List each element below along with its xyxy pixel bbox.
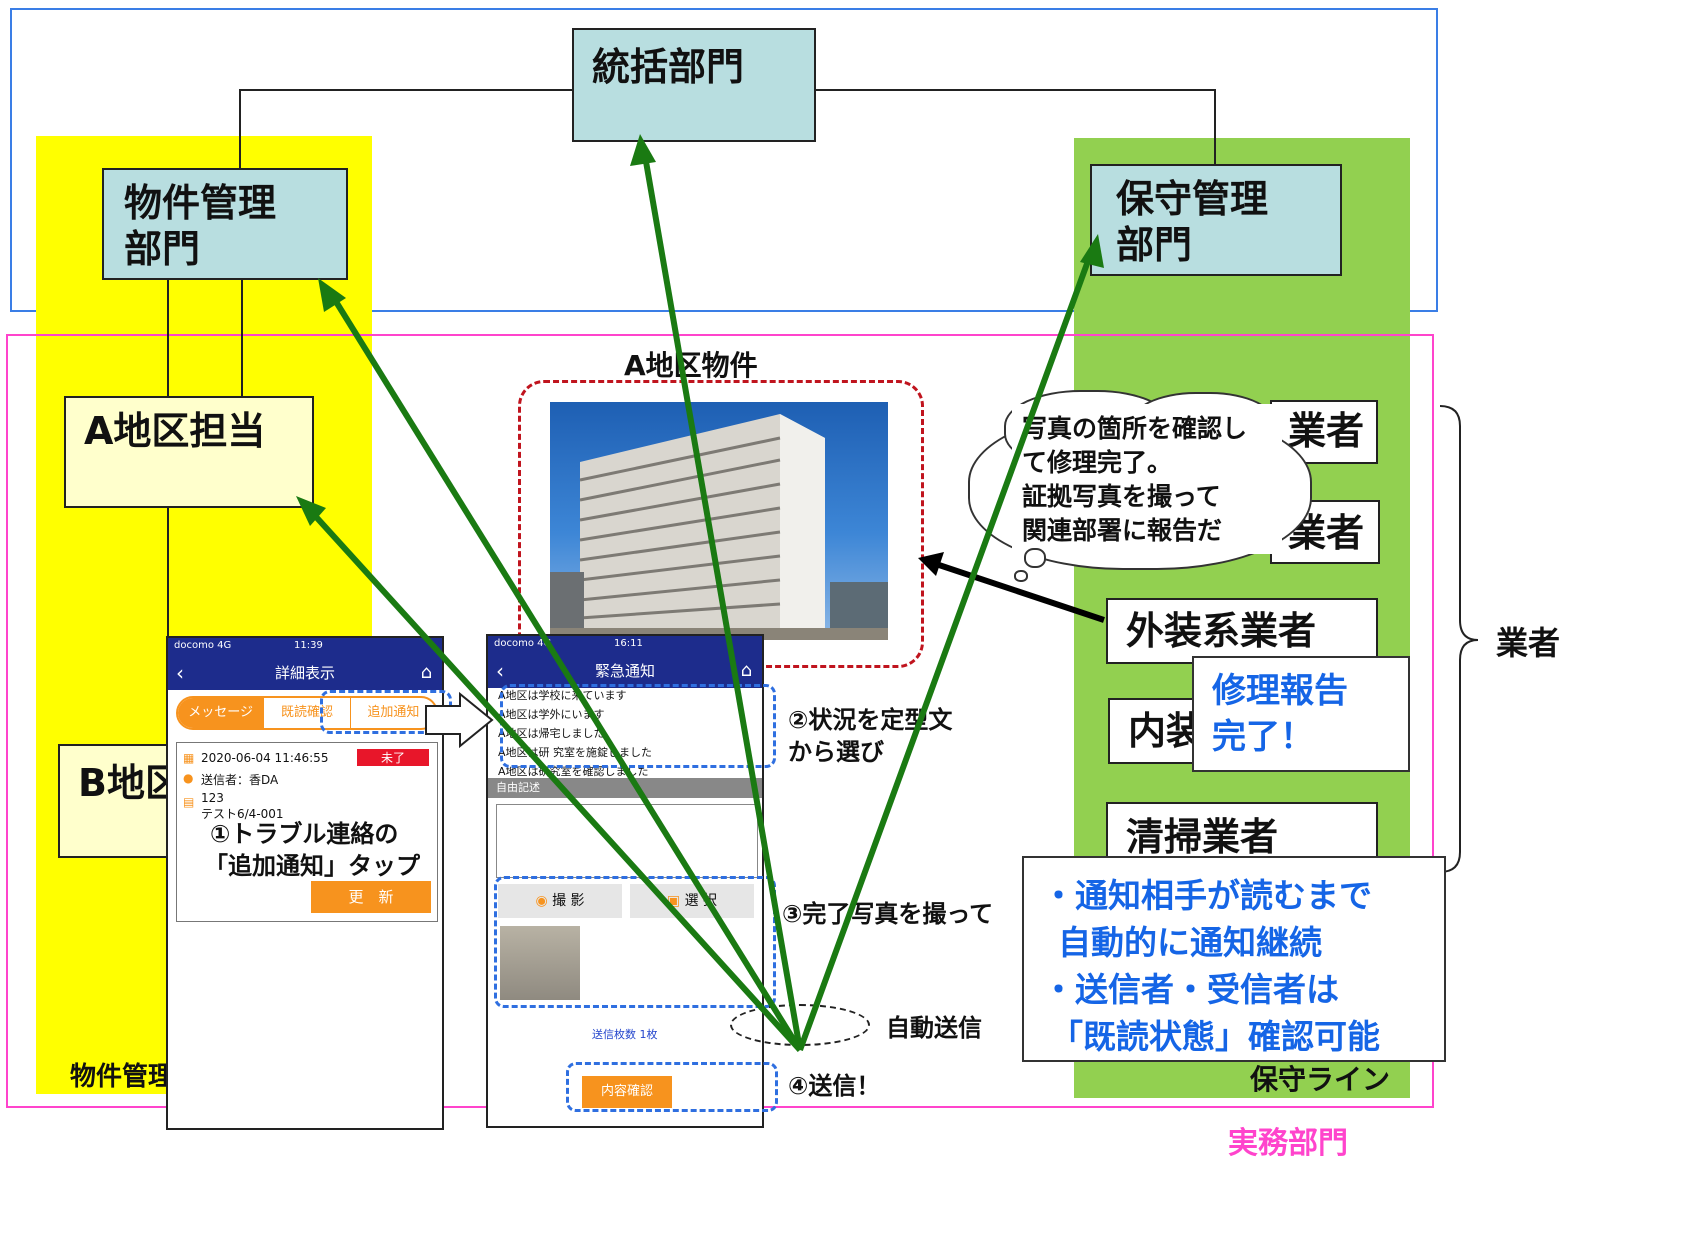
message-content-2: テスト6/4-001 xyxy=(201,807,284,821)
vendor-group-label: 業者 xyxy=(1496,624,1561,662)
option-item[interactable]: A地区は学校に来ています xyxy=(498,689,627,702)
feature-line-1: ・通知相手が読むまで xyxy=(1042,876,1372,915)
clock: 11:39 xyxy=(294,640,323,651)
camera-label: 撮 影 xyxy=(552,893,585,909)
repair-note-line-2: 完了！ xyxy=(1212,717,1314,757)
auto-send-label: 自動送信 xyxy=(886,1014,982,1042)
vendor-interior-label: 内装 xyxy=(1128,709,1205,753)
building-photo xyxy=(550,402,888,640)
back-icon[interactable]: ‹ xyxy=(496,659,504,683)
status-bar-2: docomo 4G 16:11 xyxy=(488,636,762,654)
management-frame xyxy=(10,8,1438,312)
maintenance-mgmt-box: 保守管理 部門 xyxy=(1090,164,1342,276)
repair-report-note: 修理報告 完了！ xyxy=(1192,656,1410,772)
phone-detail-screen: docomo 4G 11:39 ‹ 詳細表示 ⌂ メッセージ 既読確認 追加通知… xyxy=(166,636,444,1130)
calendar-icon: ▦ xyxy=(183,751,195,765)
highlight-confirm xyxy=(566,1062,778,1112)
photo-count: 送信枚数 1枚 xyxy=(592,1028,658,1041)
tab-read-check[interactable]: 既読確認 xyxy=(263,698,349,728)
vendor-1-suffix: 業者 xyxy=(1288,409,1365,453)
thought-line-2: て修理完了。 xyxy=(1022,448,1173,477)
option-item[interactable]: A地区は研究室を確認しました xyxy=(498,765,649,778)
carrier-2: docomo 4G xyxy=(494,638,552,649)
message-card[interactable]: ▦ 2020-06-04 11:46:55 未了 ● 送信者：香DA ▤ 123… xyxy=(176,742,438,922)
highlight-photo xyxy=(494,876,776,1008)
step2-label: ②状況を定型文 から選び xyxy=(788,704,952,768)
feature-note: ・通知相手が読むまで 自動的に通知継続 ・送信者・受信者は 「既読状態」確認可能 xyxy=(1022,856,1446,1062)
nav-bar-2: ‹ 緊急通知 ⌂ xyxy=(488,654,762,688)
vendor-exterior-box: 外装系業者 xyxy=(1106,598,1378,664)
tab-bar: メッセージ 既読確認 追加通知 xyxy=(176,696,438,730)
thought-dot-1 xyxy=(1024,548,1046,568)
thought-line-3: 証拠写真を撮って xyxy=(1022,482,1221,511)
thought-line-1: 写真の箇所を確認し xyxy=(1022,414,1248,443)
step1-label: ①トラブル連絡の 「追加通知」タップ xyxy=(204,818,420,882)
status-bar: docomo 4G 11:39 xyxy=(168,638,442,656)
maintenance-mgmt-label-2: 部門 xyxy=(1116,223,1193,267)
back-icon[interactable]: ‹ xyxy=(176,661,184,685)
property-mgmt-label-2: 部門 xyxy=(124,227,201,271)
home-icon[interactable]: ⌂ xyxy=(420,662,432,683)
property-mgmt-label-1: 物件管理 xyxy=(124,181,277,225)
person-icon: ● xyxy=(183,771,194,785)
area-a-box: A地区担当 xyxy=(64,396,314,508)
operations-label: 実務部門 xyxy=(1228,1126,1348,1161)
feature-line-2: 自動的に通知継続 xyxy=(1058,923,1322,962)
property-mgmt-box: 物件管理 部門 xyxy=(102,168,348,280)
carrier: docomo 4G xyxy=(174,640,232,651)
vendor-exterior-label: 外装系業者 xyxy=(1126,609,1317,653)
clock-2: 16:11 xyxy=(614,638,643,649)
document-icon: ▤ xyxy=(183,795,195,809)
step3-label: ③完了写真を撮って xyxy=(782,900,994,928)
home-icon[interactable]: ⌂ xyxy=(740,660,752,681)
step2-line-2: から選び xyxy=(788,738,884,766)
screen-title-2: 緊急通知 xyxy=(594,662,655,680)
maintenance-mgmt-label-1: 保守管理 xyxy=(1116,177,1269,221)
tab-message[interactable]: メッセージ xyxy=(178,698,264,728)
maintenance-line-label: 保守ライン xyxy=(1250,1063,1391,1096)
highlight-options xyxy=(500,684,776,768)
message-sender: 送信者：香DA xyxy=(201,773,279,787)
property-title: A地区物件 xyxy=(624,349,758,382)
thought-line-4: 関連部署に報告だ xyxy=(1022,516,1223,545)
step1-line-2: 「追加通知」タップ xyxy=(204,852,420,880)
tab-add-notify[interactable]: 追加通知 xyxy=(349,698,436,728)
screen-title: 詳細表示 xyxy=(274,664,335,682)
headquarters-box: 統括部門 xyxy=(572,28,816,142)
nav-bar: ‹ 詳細表示 ⌂ xyxy=(168,656,442,690)
camera-icon: ◉ xyxy=(535,893,548,909)
photo-thumbnail[interactable] xyxy=(500,926,580,1000)
step4-label: ④送信！ xyxy=(788,1072,881,1100)
update-button[interactable]: 更 新 xyxy=(311,881,431,913)
area-a-label: A地区担当 xyxy=(84,409,266,453)
thought-bubble: 写真の箇所を確認し て修理完了。 証拠写真を撮って 関連部署に報告だ xyxy=(968,390,1312,576)
message-datetime: 2020-06-04 11:46:55 xyxy=(201,751,329,765)
option-item[interactable]: A地区は学外にいます xyxy=(498,708,605,721)
option-item[interactable]: A地区は帰宅しました xyxy=(498,727,605,740)
area-b-label: B地区 xyxy=(78,761,183,805)
message-content-1: 123 xyxy=(201,791,224,805)
confirm-button[interactable]: 内容確認 xyxy=(582,1076,672,1108)
status-badge: 未了 xyxy=(357,749,429,766)
feature-line-4: 「既読状態」確認可能 xyxy=(1050,1017,1380,1056)
step1-line-1: ①トラブル連絡の xyxy=(210,820,399,848)
feature-line-3: ・送信者・受信者は xyxy=(1042,970,1339,1009)
headquarters-label: 統括部門 xyxy=(592,45,745,89)
vendor-cleaning-label: 清掃業者 xyxy=(1126,815,1279,859)
repair-note-line-1: 修理報告 xyxy=(1212,671,1348,711)
property-line-label: 物件管理 xyxy=(70,1062,175,1092)
phone-emergency-screen: docomo 4G 16:11 ‹ 緊急通知 ⌂ A地区は学校に来ています A地… xyxy=(486,634,764,1128)
camera-button[interactable]: ◉ 撮 影 xyxy=(498,884,622,918)
thought-dot-2 xyxy=(1014,570,1028,582)
